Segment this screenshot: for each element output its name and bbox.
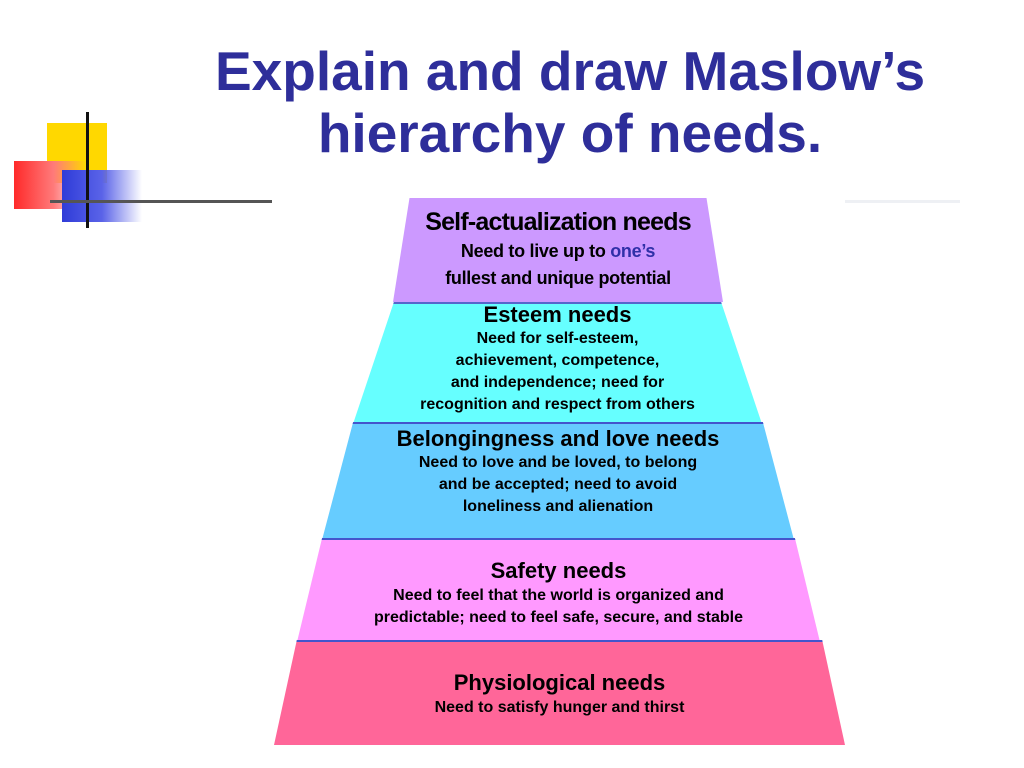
tier-self-actualization-line-1b: one’s (610, 241, 656, 261)
tier-esteem: Esteem needs Need for self-esteem, achie… (353, 302, 762, 424)
tier-self-actualization: Self-actualization needs Need to live up… (393, 198, 723, 302)
decor-horizontal-line-right (845, 200, 960, 203)
tier-safety-line-1: Need to feel that the world is organized… (393, 587, 724, 604)
tier-esteem-title: Esteem needs (483, 302, 632, 327)
slide-title: Explain and draw Maslow’s hierarchy of n… (130, 40, 1010, 164)
tier-esteem-shape (353, 302, 762, 424)
tier-self-actualization-line-1: Need to live up to one’s (393, 238, 723, 265)
tier-physiological-text: Physiological needs Need to satisfy hung… (274, 669, 845, 719)
tier-belongingness-line-2: and be accepted; need to avoid (438, 476, 678, 493)
decor-vertical-line (86, 112, 89, 228)
tier-safety-shape (297, 538, 820, 642)
tier-physiological: Physiological needs Need to satisfy hung… (274, 640, 845, 745)
tier-esteem-text: Esteem needs Need for self-esteem, achie… (353, 302, 762, 416)
tier-esteem-line-1: Need for self-esteem, (476, 330, 639, 347)
tier-belongingness-shape (322, 422, 794, 540)
tier-physiological-shape (274, 640, 845, 745)
decor-horizontal-line (50, 200, 272, 203)
tier-safety-title: Safety needs (490, 558, 627, 583)
tier-safety-line-2: predictable; need to feel safe, secure, … (373, 609, 743, 626)
tier-safety: Safety needs Need to feel that the world… (297, 538, 820, 642)
tier-physiological-line-1: Need to satisfy hunger and thirst (434, 699, 685, 716)
tier-esteem-line-4: recognition and respect from others (420, 396, 695, 413)
tier-self-actualization-line-1a: Need to live up to (460, 241, 611, 261)
tier-belongingness-line-1: Need to love and be loved, to belong (418, 454, 698, 471)
tier-belongingness-line-3: loneliness and alienation (462, 498, 654, 515)
tier-belongingness-text: Belongingness and love needs Need to lov… (322, 426, 794, 518)
tier-belongingness-title: Belongingness and love needs (396, 426, 720, 451)
tier-esteem-line-3: and independence; need for (450, 374, 665, 391)
decor-blue-bar (62, 170, 142, 222)
tier-safety-text: Safety needs Need to feel that the world… (297, 557, 820, 629)
title-line-2: hierarchy of needs. (317, 102, 823, 164)
tier-self-actualization-line-2: fullest and unique potential (445, 268, 671, 288)
title-line-1: Explain and draw Maslow’s (214, 40, 926, 102)
tier-esteem-line-2: achievement, competence, (455, 352, 660, 369)
tier-physiological-title: Physiological needs (453, 670, 666, 695)
tier-self-actualization-text: Self-actualization needs Need to live up… (393, 206, 723, 292)
tier-self-actualization-shape (393, 198, 723, 302)
tier-belongingness: Belongingness and love needs Need to lov… (322, 422, 794, 540)
tier-self-actualization-title: Self-actualization needs (425, 208, 691, 236)
